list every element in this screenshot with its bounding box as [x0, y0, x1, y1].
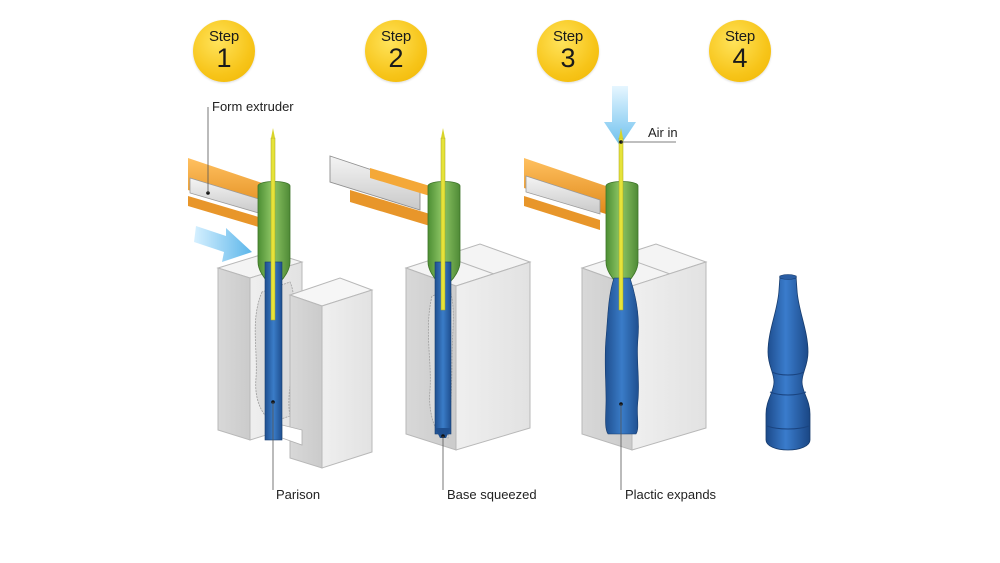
step3-illustration: [524, 86, 708, 490]
step2-needle: [440, 137, 446, 311]
step2-badge: Step 2: [365, 20, 427, 82]
step4-bottle-ridge-2: [769, 391, 807, 396]
step4-bottle-ridge-3: [766, 425, 810, 430]
step3-mold-right-face: [631, 261, 707, 451]
step4-badge: Step 4: [709, 20, 771, 82]
step3-needle-tip: [619, 128, 623, 138]
plastic-expands-label: Plactic expands: [625, 487, 717, 502]
air-in-label: Air in: [648, 125, 678, 140]
step1-badge: Step 1: [193, 20, 255, 82]
step4-word: Step: [724, 28, 756, 45]
step1-illustration: [188, 107, 374, 490]
step4-bottle-cap: [779, 274, 797, 280]
step3-word: Step: [552, 28, 584, 45]
step3-air-arrow: [604, 86, 636, 146]
step3-extruder-white: [525, 175, 601, 215]
step4-bottle: [765, 275, 811, 451]
step1-needle-tip: [271, 128, 275, 138]
step2-parison-squeezed: [435, 428, 451, 438]
step2-extruder-orange-top: [370, 168, 430, 196]
step2-illustration: [329, 128, 532, 490]
step2-mold-right-face: [455, 261, 531, 451]
step1-number: 1: [216, 43, 232, 73]
step2-word: Step: [380, 28, 412, 45]
step1-mold-left-front: [217, 267, 251, 441]
step3-expanded-parison: [604, 277, 639, 435]
base-squeezed-label: Base squeezed: [447, 487, 537, 502]
step3-needle: [618, 137, 624, 311]
form-extruder-label: Form extruder: [212, 99, 294, 114]
step3-extruder-orange-low: [524, 196, 600, 230]
step2-needle-tip: [441, 128, 445, 138]
step1-extruder-orange-low: [188, 196, 262, 228]
step4-number: 4: [732, 43, 748, 73]
step3-number: 3: [560, 43, 576, 73]
step4-bottle-ridge-1: [771, 371, 805, 376]
step4-illustration: [765, 274, 811, 451]
parison-label: Parison: [276, 487, 321, 502]
step1-air-arrow: [194, 226, 252, 262]
step1-needle: [270, 137, 276, 321]
step3-badge: Step 3: [537, 20, 599, 82]
step1-mold-right-side: [321, 289, 373, 469]
step2-number: 2: [388, 43, 404, 73]
step2-extruder-orange: [350, 190, 430, 226]
step1-word: Step: [208, 28, 240, 45]
